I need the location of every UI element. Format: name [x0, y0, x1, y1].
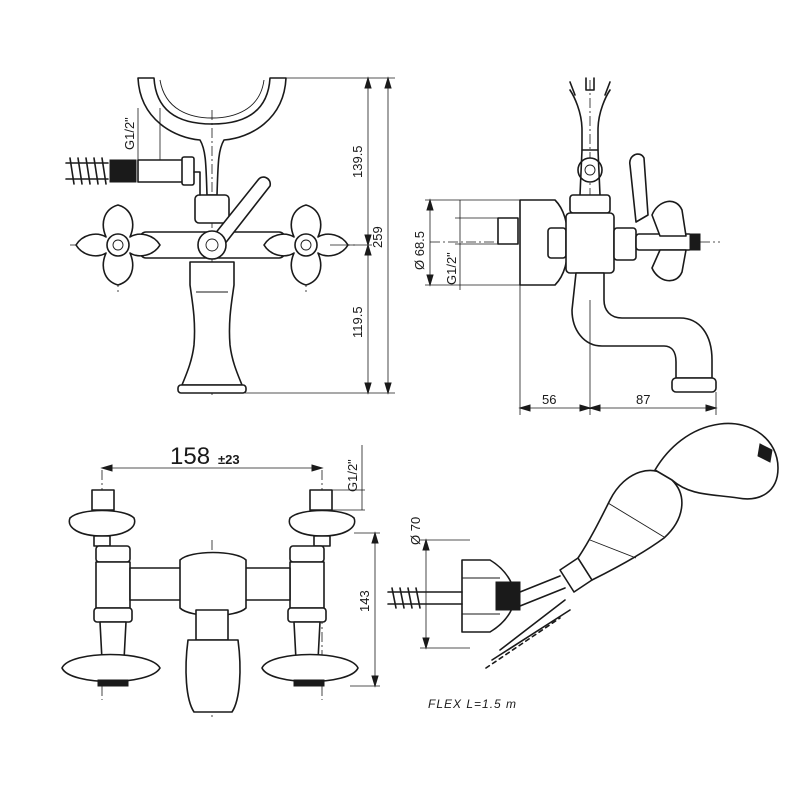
dim-centers: 158 [170, 443, 210, 470]
hand-shower-icon [559, 422, 779, 593]
dim-diameter-body: Ø 68.5 [412, 231, 427, 270]
thread-label-inlet: G1/2" [345, 459, 360, 492]
cross-handle-icon [75, 204, 161, 286]
dim-56: 56 [542, 392, 556, 407]
dim-259: 259 [370, 226, 385, 248]
top-view: 158 ±23 G1/2" 143 [61, 443, 380, 720]
flex-hose-note: FLEX L=1.5 m [428, 697, 517, 711]
dim-119-5: 119.5 [350, 306, 365, 338]
dim-143: 143 [357, 590, 372, 612]
thread-label-side: G1/2" [444, 252, 459, 285]
side-view: Ø 68.5 G1/2" 56 87 [412, 77, 720, 415]
dim-diameter-flange: Ø 70 [408, 517, 423, 545]
front-view: G1/2" 139.5 259 119.5 [65, 76, 395, 395]
hand-shower-view: Ø 70 FLEX L=1.5 m [387, 422, 779, 711]
dim-139-5: 139.5 [350, 145, 365, 178]
dim-87: 87 [636, 392, 650, 407]
thread-label-top: G1/2" [122, 117, 137, 150]
dim-centers-tolerance: ±23 [218, 452, 240, 467]
